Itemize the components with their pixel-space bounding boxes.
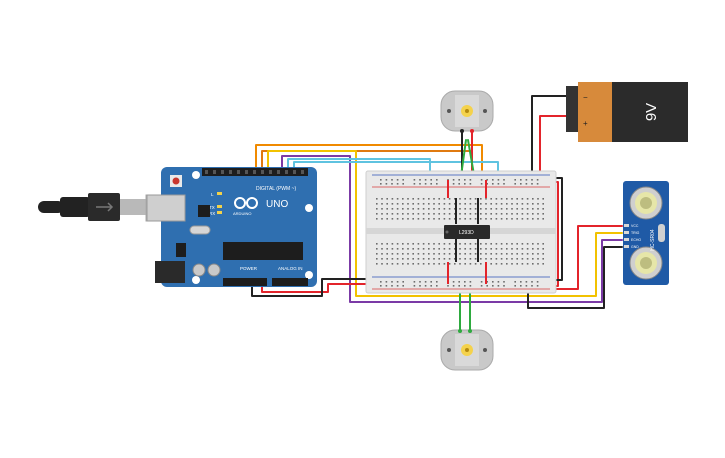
- analog-label: ANALOG IN: [278, 266, 303, 271]
- l-label: L: [211, 192, 214, 197]
- ultrasonic-sensor[interactable]: VCC TRIG ECHO GND HC-SR04: [623, 181, 669, 285]
- wire-red-5v[interactable]: [261, 282, 381, 293]
- capacitor-1: [192, 263, 206, 277]
- wire-purple[interactable]: [281, 155, 623, 303]
- l293d-chip[interactable]: L293D: [444, 225, 490, 239]
- power-jack: [155, 261, 185, 283]
- tx-label: TX: [209, 205, 215, 210]
- sensor-pin-gnd: GND: [631, 245, 639, 249]
- dc-motor-top[interactable]: [440, 90, 494, 133]
- wire-black-sensor-gnd[interactable]: [527, 246, 623, 309]
- wire-black-gnd[interactable]: [251, 278, 381, 297]
- arduino-uno-board[interactable]: DIGITAL (PWM ~) L TX RX UNO ARDUINO POWE…: [146, 167, 317, 287]
- arduino-brand: ARDUINO: [233, 211, 251, 216]
- wire-red-sensor-vcc[interactable]: [547, 225, 623, 290]
- arduino-logo-icon: [234, 197, 258, 209]
- power-label: POWER: [240, 266, 258, 271]
- battery-plus: +: [583, 119, 588, 128]
- digital-label: DIGITAL (PWM ~): [256, 186, 296, 192]
- small-chip: [198, 205, 210, 217]
- battery-minus: −: [583, 93, 588, 102]
- rx-label: RX: [209, 211, 215, 216]
- battery-9v[interactable]: − + 9V: [566, 82, 688, 142]
- power-header[interactable]: [223, 278, 267, 286]
- sensor-pin-trig: TRIG: [631, 231, 640, 235]
- atmega-chip: [223, 242, 303, 260]
- battery-label: 9V: [643, 103, 660, 121]
- dc-motor-bottom[interactable]: [440, 329, 494, 371]
- usb-icon: [96, 202, 114, 212]
- sensor-label: HC-SR04: [650, 229, 656, 251]
- analog-header[interactable]: [272, 278, 308, 286]
- sensor-pin-vcc: VCC: [631, 224, 639, 228]
- capacitor-2: [207, 263, 221, 277]
- wire-black-battery[interactable]: [531, 95, 579, 179]
- arduino-model: UNO: [266, 199, 288, 210]
- usb-port: [146, 194, 186, 222]
- wire-yellow[interactable]: [267, 150, 623, 297]
- sensor-pin-echo: ECHO: [631, 238, 641, 242]
- chip-label: L293D: [459, 230, 474, 236]
- wire-red-battery[interactable]: [539, 115, 579, 183]
- crystal: [189, 225, 211, 235]
